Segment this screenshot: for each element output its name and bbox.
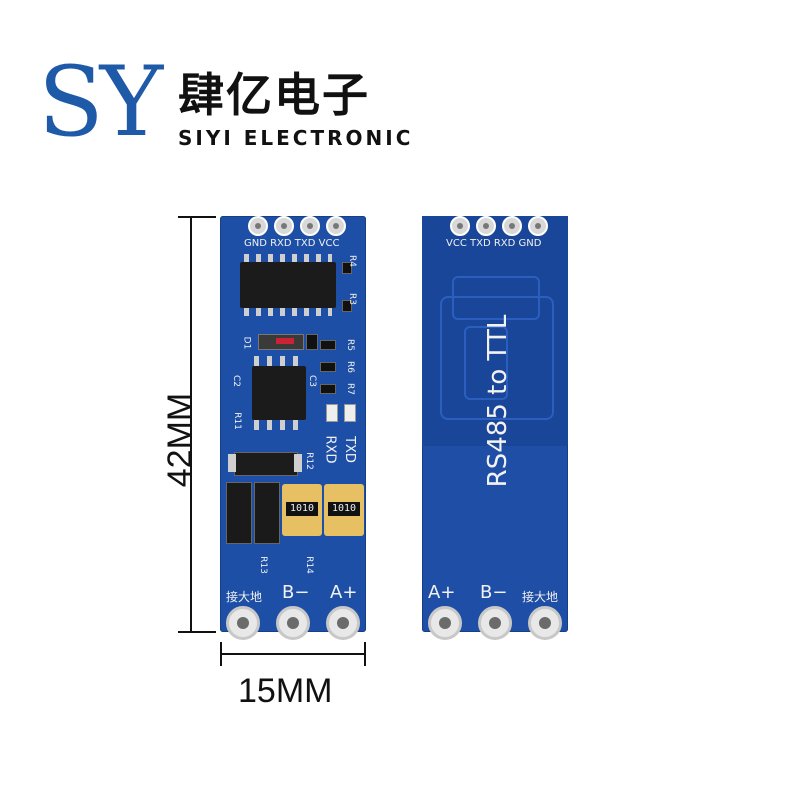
front-header-pin-txd [300, 216, 320, 236]
front-fuse-1: 1010 [282, 484, 322, 536]
front-tvs-diode-pad-left [228, 454, 236, 472]
brand-name-chinese: 肆亿电子 [178, 68, 370, 122]
front-fuse-2-label: 1010 [328, 502, 360, 516]
width-dimension-left-tick [220, 642, 222, 666]
front-label-c2: C2 [231, 374, 242, 388]
front-header-label: GND RXD TXD VCC [244, 238, 340, 249]
back-header-pin-gnd [528, 216, 548, 236]
brand-logo-mark: SY [38, 46, 163, 158]
front-label-r7: R7 [344, 383, 355, 395]
back-terminal-label-a-plus: A+ [428, 582, 456, 603]
front-transceiver-ic [252, 366, 306, 420]
width-dimension-right-tick [364, 642, 366, 666]
front-board: GND RXD TXD VCC R4 R3 D1 C2 R11 C3 R5 R6… [220, 216, 366, 640]
front-label-r4: R4 [346, 255, 357, 267]
front-label-txd: TXD [341, 436, 357, 463]
back-trace-1 [452, 276, 540, 320]
front-cap-small [306, 334, 318, 350]
back-terminal-ground [528, 606, 562, 640]
front-header-pin-gnd [248, 216, 268, 236]
back-header-pin-vcc [450, 216, 470, 236]
back-trace-3 [464, 326, 508, 400]
back-trace-2 [440, 296, 554, 420]
front-label-r6: R6 [344, 361, 355, 373]
front-tvs-diode-pad-right [294, 454, 302, 472]
back-terminal-a-plus [428, 606, 462, 640]
front-terminal-label-b-minus: B− [282, 582, 310, 603]
front-led-txd [344, 404, 356, 422]
front-label-r11: R11 [231, 412, 242, 430]
back-terminal-b-minus [478, 606, 512, 640]
front-fuse-1-label: 1010 [286, 502, 318, 516]
front-resistor-r3 [342, 300, 352, 312]
front-top-ic-pins-top [244, 254, 332, 262]
height-dimension-line [190, 216, 192, 632]
front-header-pin-vcc [326, 216, 346, 236]
front-resistor-r7 [320, 384, 336, 394]
front-label-rxd: RXD [322, 435, 338, 464]
height-dimension-bottom-tick [178, 631, 216, 633]
back-header-pin-txd [476, 216, 496, 236]
back-title: RS485 to TTL [483, 314, 513, 488]
front-led-rxd [326, 404, 338, 422]
height-dimension-top-tick [178, 216, 216, 218]
front-diode-d1-band [276, 338, 294, 344]
front-terminal-a-plus [326, 606, 360, 640]
back-header-pin-rxd [502, 216, 522, 236]
front-label-r3: R3 [346, 293, 357, 305]
front-tvs-2 [254, 482, 280, 544]
front-label-r13: R13 [257, 556, 268, 574]
front-header-pin-rxd [274, 216, 294, 236]
front-label-c3: C3 [307, 374, 318, 388]
front-terminal-label-ground: 接大地 [226, 590, 263, 604]
front-label-r5: R5 [344, 339, 355, 351]
front-top-ic-pins-bottom [244, 308, 332, 316]
front-label-r12: R12 [303, 452, 314, 470]
back-terminal-label-ground: 接大地 [522, 590, 559, 604]
front-transceiver-ic-pins-top [254, 356, 304, 366]
front-tvs-diode [234, 452, 298, 476]
front-resistor-r4 [342, 262, 352, 274]
front-terminal-b-minus [276, 606, 310, 640]
back-board: VCC TXD RXD GND RS485 to TTL A+ B− 接大地 [422, 216, 568, 640]
back-header-label: VCC TXD RXD GND [446, 238, 542, 249]
front-label-d1: D1 [241, 336, 252, 350]
front-resistor-r5 [320, 340, 336, 350]
back-terminal-label-b-minus: B− [480, 582, 508, 603]
back-board-trace-area [422, 216, 568, 446]
front-tvs-1 [226, 482, 252, 544]
width-dimension-line [220, 653, 366, 655]
height-dimension-label: 42MM [161, 392, 199, 488]
width-dimension-label: 15MM [238, 672, 333, 710]
front-transceiver-ic-pins-bottom [254, 420, 304, 430]
front-fuse-2: 1010 [324, 484, 364, 536]
brand-name-english: SIYI ELECTRONIC [178, 126, 414, 150]
front-resistor-r6 [320, 362, 336, 372]
front-terminal-ground [226, 606, 260, 640]
front-label-r14: R14 [303, 556, 314, 574]
front-top-ic [240, 262, 336, 308]
front-terminal-label-a-plus: A+ [330, 582, 358, 603]
